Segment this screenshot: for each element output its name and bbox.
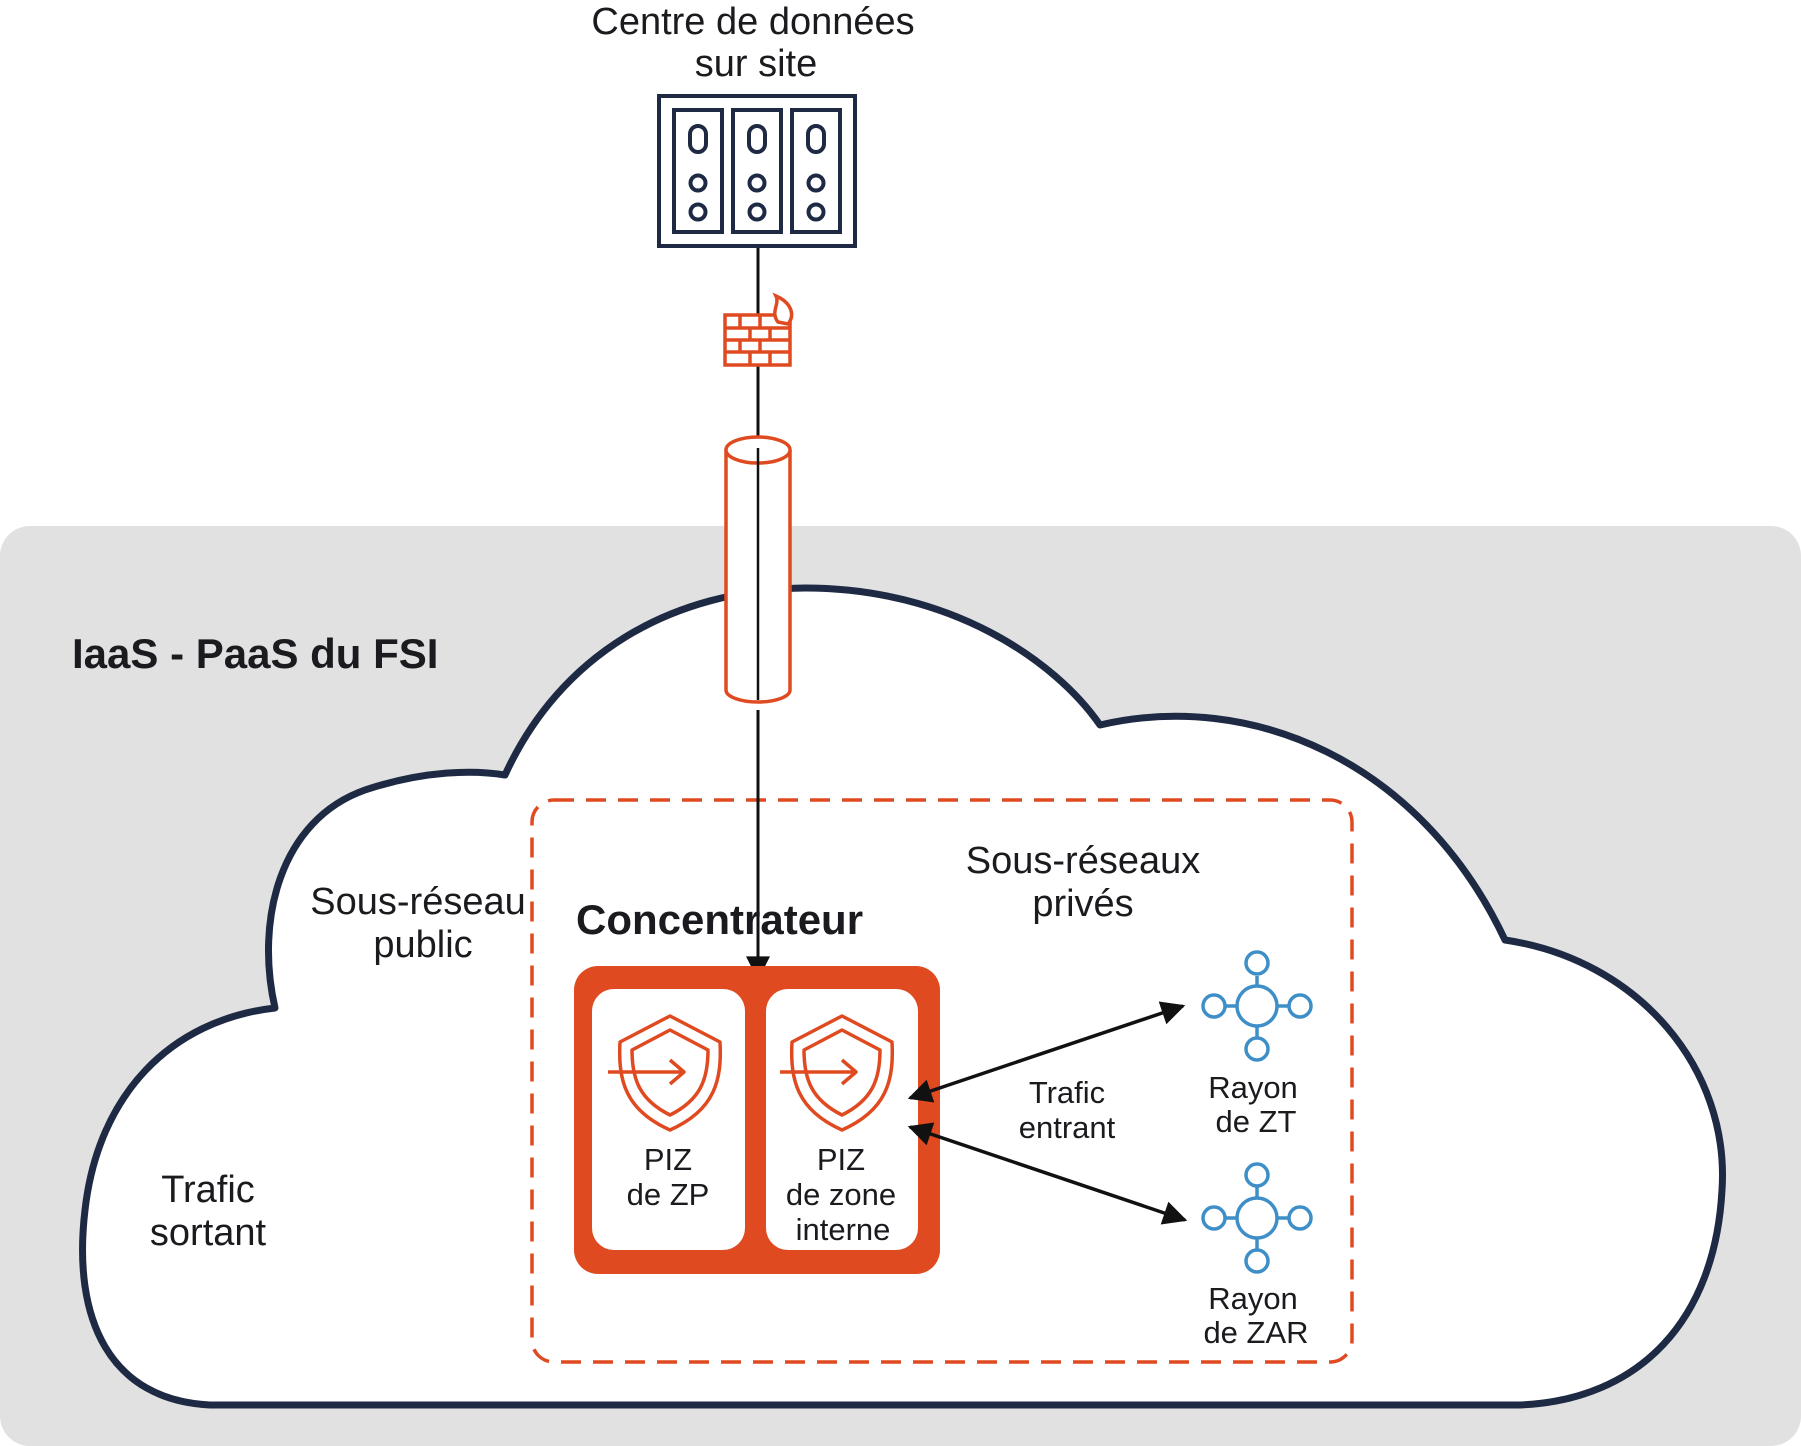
spoke-zt-line2: de ZT: [1216, 1104, 1297, 1139]
shield-arrow-icon: [780, 1014, 895, 1132]
hub-title: Concentrateur: [576, 896, 863, 943]
spoke-zt-line1: Rayon: [1208, 1070, 1298, 1105]
piz-internal-line2: de zone: [786, 1177, 896, 1212]
arrow-to-zar-spoke: [907, 1122, 1188, 1225]
datacenter-title-line1: Centre de données: [591, 1, 914, 43]
arrow-to-zt-spoke: [907, 1001, 1186, 1103]
outbound-line1: Trafic: [161, 1169, 255, 1211]
platform-title: IaaS - PaaS du FSI: [72, 630, 438, 677]
public-subnet-line2: public: [373, 924, 472, 966]
hub-spoke-network-icon: [1201, 1162, 1313, 1274]
piz-internal-line3: interne: [796, 1212, 891, 1247]
spoke-zar-line1: Rayon: [1208, 1281, 1298, 1316]
private-subnets-line1: Sous-réseaux: [966, 840, 1200, 882]
outbound-line2: sortant: [150, 1212, 267, 1254]
private-subnets-line2: privés: [1032, 883, 1133, 925]
public-subnet-line1: Sous-réseau: [310, 881, 525, 923]
inbound-line2: entrant: [1019, 1110, 1116, 1145]
firewall-icon: [723, 292, 794, 367]
shield-arrow-icon: [608, 1014, 723, 1132]
inbound-line1: Trafic: [1029, 1075, 1105, 1110]
private-subnets-boundary: [530, 798, 1354, 1364]
piz-zp-line1: PIZ: [644, 1142, 692, 1177]
datacenter-title-line2: sur site: [695, 43, 817, 85]
server-rack-icon: [657, 94, 857, 248]
spoke-zar-line2: de ZAR: [1203, 1315, 1308, 1350]
hub-spoke-network-icon: [1201, 950, 1313, 1062]
piz-zp-line2: de ZP: [627, 1177, 710, 1212]
piz-internal-line1: PIZ: [817, 1142, 865, 1177]
